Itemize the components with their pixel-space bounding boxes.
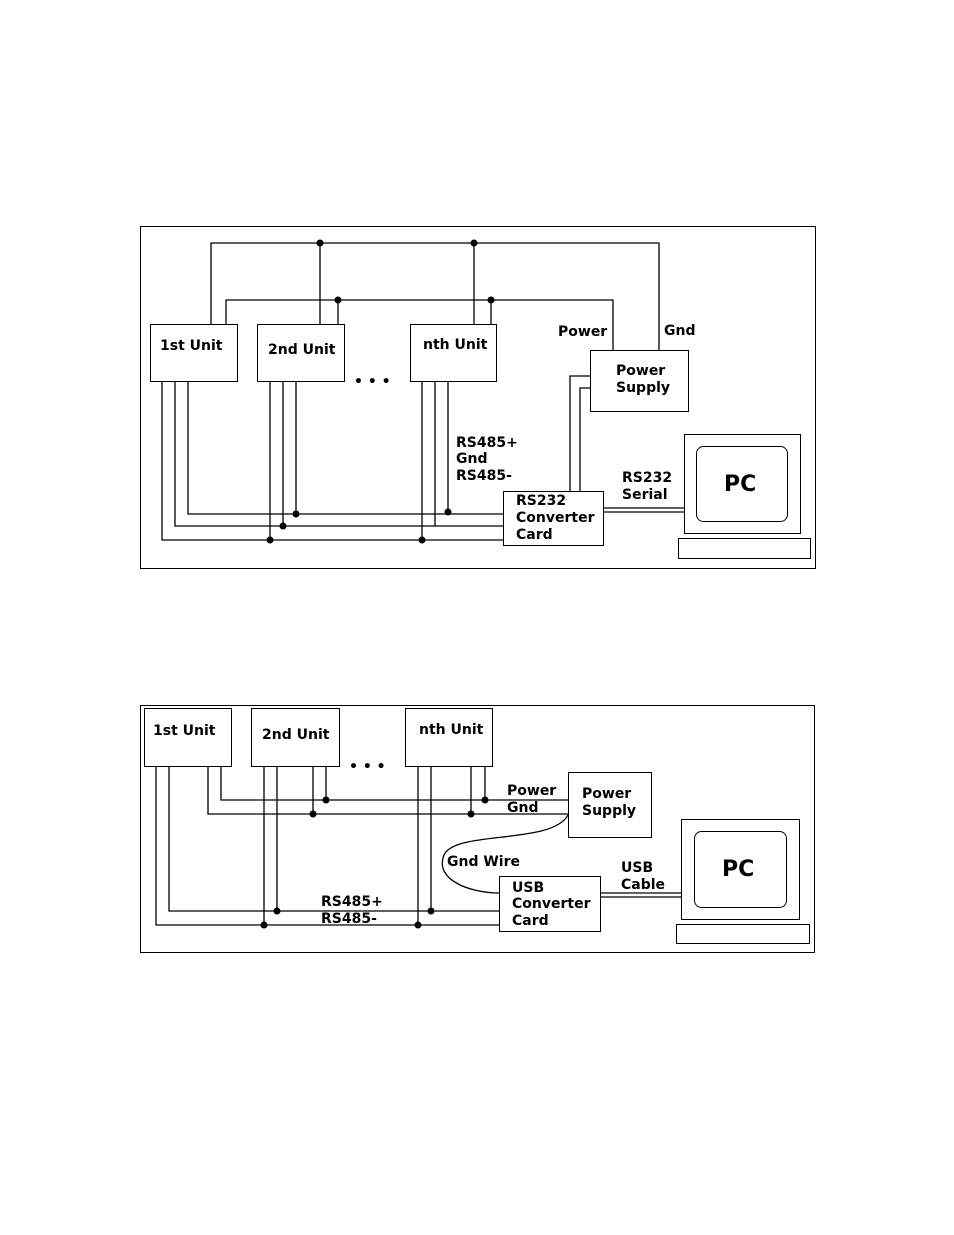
junction-dot xyxy=(310,811,317,818)
unit-box-n xyxy=(411,325,497,382)
unit-label-n: nth Unit xyxy=(419,722,484,738)
converter-label-line-3: Card xyxy=(512,913,549,929)
junction-dot xyxy=(428,908,435,915)
junction-dot xyxy=(323,797,330,804)
usb-wiring-diagram: 1st Unit 2nd Unit nth Unit • • • Power G… xyxy=(141,706,815,953)
ellipsis: • • • xyxy=(354,374,391,390)
link-label-line-2: Serial xyxy=(622,487,668,503)
link-label-line-2: Cable xyxy=(621,877,665,893)
junction-dot xyxy=(468,811,475,818)
link-label-line-1: USB xyxy=(621,860,653,876)
unit-label-n: nth Unit xyxy=(423,337,488,353)
converter-label-line-1: USB xyxy=(512,880,544,896)
junction-dot xyxy=(335,297,342,304)
gnd-wire-label: Gnd Wire xyxy=(447,854,520,870)
power-label: Power xyxy=(558,324,607,340)
junction-dot xyxy=(280,523,287,530)
bus-label-rs485-minus: RS485- xyxy=(456,468,512,484)
unit-label-1: 1st Unit xyxy=(153,723,216,739)
power-supply-label-line-1: Power xyxy=(582,786,631,802)
pc-icon: PC xyxy=(677,820,810,944)
converter-label-line-2: Converter xyxy=(516,510,595,526)
pc-label: PC xyxy=(722,857,754,882)
unit-label-2: 2nd Unit xyxy=(268,342,336,358)
unit-label-2: 2nd Unit xyxy=(262,727,330,743)
bus-label-gnd: Gnd xyxy=(456,451,487,467)
gnd-label: Gnd xyxy=(664,323,695,339)
converter-label-line-3: Card xyxy=(516,527,553,543)
junction-dot xyxy=(445,509,452,516)
bus-label-rs485-minus: RS485- xyxy=(321,911,377,927)
converter-label-line-1: RS232 xyxy=(516,493,566,509)
power-supply-label-line-1: Power xyxy=(616,363,665,379)
bus-label-rs485-plus: RS485+ xyxy=(321,894,383,910)
junction-dot xyxy=(267,537,274,544)
power-supply-label-line-2: Supply xyxy=(582,803,636,819)
junction-dot xyxy=(274,908,281,915)
pc-icon: PC xyxy=(679,435,811,559)
link-label-line-1: RS232 xyxy=(622,470,672,486)
junction-dot xyxy=(482,797,489,804)
junction-dot xyxy=(293,511,300,518)
junction-dot xyxy=(471,240,478,247)
junction-dot xyxy=(317,240,324,247)
junction-dot xyxy=(488,297,495,304)
power-supply-label-line-2: Supply xyxy=(616,380,670,396)
rs232-wiring-diagram: 1st Unit 2nd Unit nth Unit • • • Power G… xyxy=(141,227,816,569)
junction-dot xyxy=(419,537,426,544)
junction-dot xyxy=(415,922,422,929)
power-label: Power xyxy=(507,783,556,799)
gnd-label: Gnd xyxy=(507,800,538,816)
junction-dot xyxy=(261,922,268,929)
ellipsis: • • • xyxy=(349,759,386,775)
unit-label-1: 1st Unit xyxy=(160,338,223,354)
pc-label: PC xyxy=(724,472,756,497)
bus-label-rs485-plus: RS485+ xyxy=(456,435,518,451)
converter-label-line-2: Converter xyxy=(512,896,591,912)
pc-keyboard xyxy=(679,539,811,559)
pc-keyboard xyxy=(677,925,810,944)
